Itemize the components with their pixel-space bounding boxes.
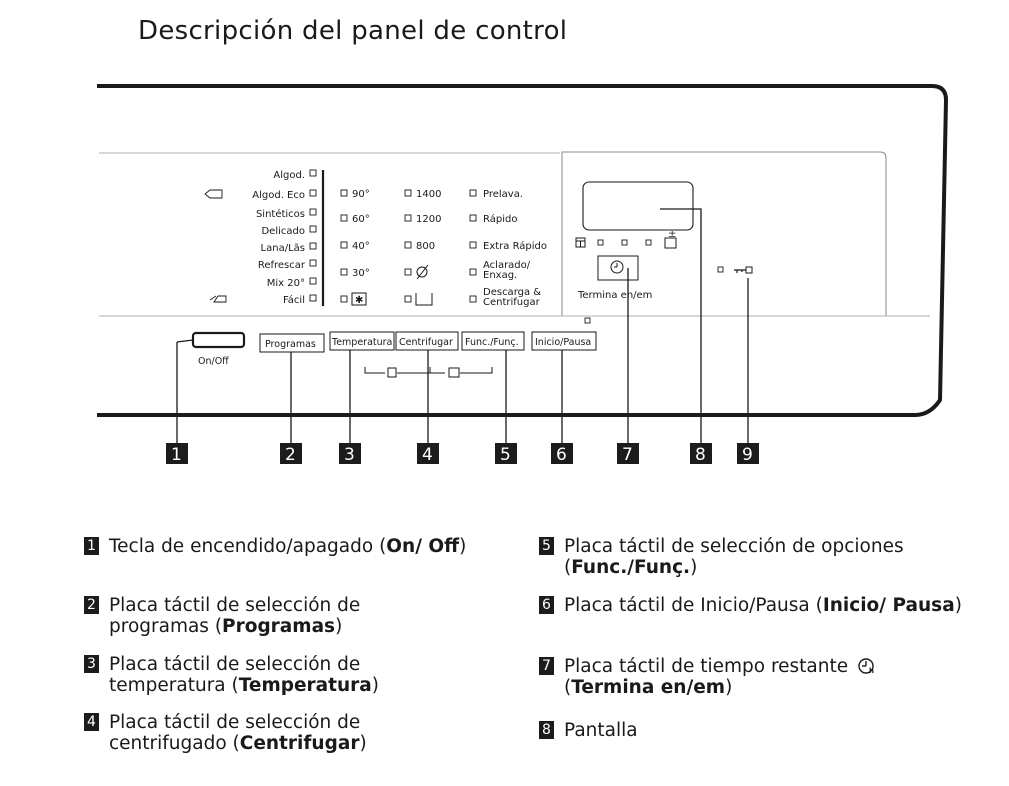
svg-text:Func./Funç.: Func./Funç. xyxy=(465,337,519,348)
func-button xyxy=(461,331,525,351)
svg-text:7: 7 xyxy=(622,445,633,465)
temperatura-button xyxy=(329,331,395,351)
svg-text:Programas: Programas xyxy=(265,339,316,350)
legend-item: 5 Placa táctil de selección de opciones … xyxy=(539,536,979,578)
prewash-combo-icon xyxy=(387,367,397,378)
svg-text:4: 4 xyxy=(422,445,433,465)
option-label: Enxag. xyxy=(483,270,517,281)
program-label: Lana/Lãs xyxy=(261,243,305,254)
program-list: Algod. Algod. Eco Sintéticos Delicado La… xyxy=(204,169,325,306)
iron-icon xyxy=(209,295,227,303)
program-label: Mix 20° xyxy=(267,278,305,289)
option-label: Descarga & xyxy=(483,287,541,298)
spin-label: 1200 xyxy=(416,214,441,225)
spin-label: 1400 xyxy=(416,189,441,200)
option-label: Extra Rápido xyxy=(483,240,547,252)
svg-text:1: 1 xyxy=(171,445,182,465)
legend-item: 1 Tecla de encendido/apagado (On/ Off) xyxy=(84,536,484,557)
legend-item: 6 Placa táctil de Inicio/Pausa (Inicio/ … xyxy=(539,595,979,616)
option-label: Rápido xyxy=(483,213,517,225)
display-area: ± Termina en/em xyxy=(575,181,753,324)
rinse-hold-icon xyxy=(415,293,433,306)
control-panel-diagram: Algod. Algod. Eco Sintéticos Delicado La… xyxy=(97,84,949,465)
rinse-combo-icon xyxy=(448,367,460,378)
programas-button xyxy=(259,333,325,353)
option-label: Centrifugar xyxy=(483,297,541,308)
svg-text:Inicio/Pausa: Inicio/Pausa xyxy=(535,337,591,348)
callout-lines xyxy=(176,208,749,443)
svg-text:2: 2 xyxy=(285,445,296,465)
button-row: On/Off Programas Temperatura Centrifugar… xyxy=(191,331,597,378)
program-label: Refrescar xyxy=(258,260,306,271)
legend-number: 2 xyxy=(84,596,99,614)
program-label: Fácil xyxy=(283,294,305,306)
display-section-outline xyxy=(561,151,887,316)
legend-item: 2 Placa táctil de selección de programas… xyxy=(84,595,484,637)
svg-text:9: 9 xyxy=(742,445,753,465)
program-label: Sintéticos xyxy=(256,208,305,220)
svg-text:Temperatura: Temperatura xyxy=(331,337,392,348)
temperature-label: 30° xyxy=(352,268,370,279)
legend-number: 4 xyxy=(84,713,99,731)
display-caption: Termina en/em xyxy=(577,290,652,301)
option-list: Prelava. Rápido Extra Rápido Aclarado/ E… xyxy=(469,189,547,308)
onoff-label: On/Off xyxy=(198,356,229,367)
program-label: Algod. xyxy=(273,170,305,181)
spin-label: 800 xyxy=(416,241,435,252)
no-spin-icon xyxy=(416,266,428,278)
inicio-button xyxy=(531,331,597,351)
spin-list: 1400 1200 800 xyxy=(404,189,441,306)
clock-icon xyxy=(610,260,624,274)
legend-number: 8 xyxy=(539,721,554,739)
legend-number: 7 xyxy=(539,657,554,675)
svg-text:±: ± xyxy=(668,229,676,240)
svg-text:5: 5 xyxy=(500,445,511,465)
option-label: Prelava. xyxy=(483,189,523,200)
svg-text:8: 8 xyxy=(695,445,706,465)
delay-end-button xyxy=(597,255,639,281)
onoff-button xyxy=(191,331,246,349)
centrifugar-button xyxy=(395,331,459,351)
svg-text:Centrifugar: Centrifugar xyxy=(399,337,453,348)
page-title: Descripción del panel de control xyxy=(138,16,568,46)
legend-number: 1 xyxy=(84,537,99,555)
option-label: Aclarado/ xyxy=(483,260,531,271)
legend-item: 8 Pantalla xyxy=(539,720,979,741)
snowflake-icon: ✱ xyxy=(355,295,363,306)
svg-text:h: h xyxy=(869,667,874,675)
temperature-label: 40° xyxy=(352,241,370,252)
program-label: Delicado xyxy=(261,226,305,237)
eco-tag-icon xyxy=(204,189,223,199)
panel-outline xyxy=(97,84,949,417)
legend-number: 3 xyxy=(84,655,99,673)
temperature-label: 90° xyxy=(352,189,370,200)
key-lock-icon xyxy=(734,269,746,273)
lcd-display xyxy=(582,181,694,231)
legend-item: 7 Placa táctil de tiempo restante h (Ter… xyxy=(539,656,979,698)
temperature-list: 90° 60° 40° 30° ✱ xyxy=(340,189,370,306)
legend-item: 3 Placa táctil de selección de temperatu… xyxy=(84,654,484,696)
svg-text:3: 3 xyxy=(344,445,355,465)
callout-numbers: 1 2 3 4 5 6 7 8 9 xyxy=(166,443,759,465)
clock-icon: h xyxy=(858,658,874,675)
button-combo-bracket xyxy=(364,367,493,374)
legend-item: 4 Placa táctil de selección de centrifug… xyxy=(84,712,484,754)
legend-number: 5 xyxy=(539,537,554,555)
temperature-label: 60° xyxy=(352,214,370,225)
svg-text:6: 6 xyxy=(556,445,567,465)
program-label: Algod. Eco xyxy=(252,190,305,201)
extra-rinse-icon xyxy=(664,237,677,249)
cold-wash-icon xyxy=(351,292,367,306)
legend-number: 6 xyxy=(539,596,554,614)
